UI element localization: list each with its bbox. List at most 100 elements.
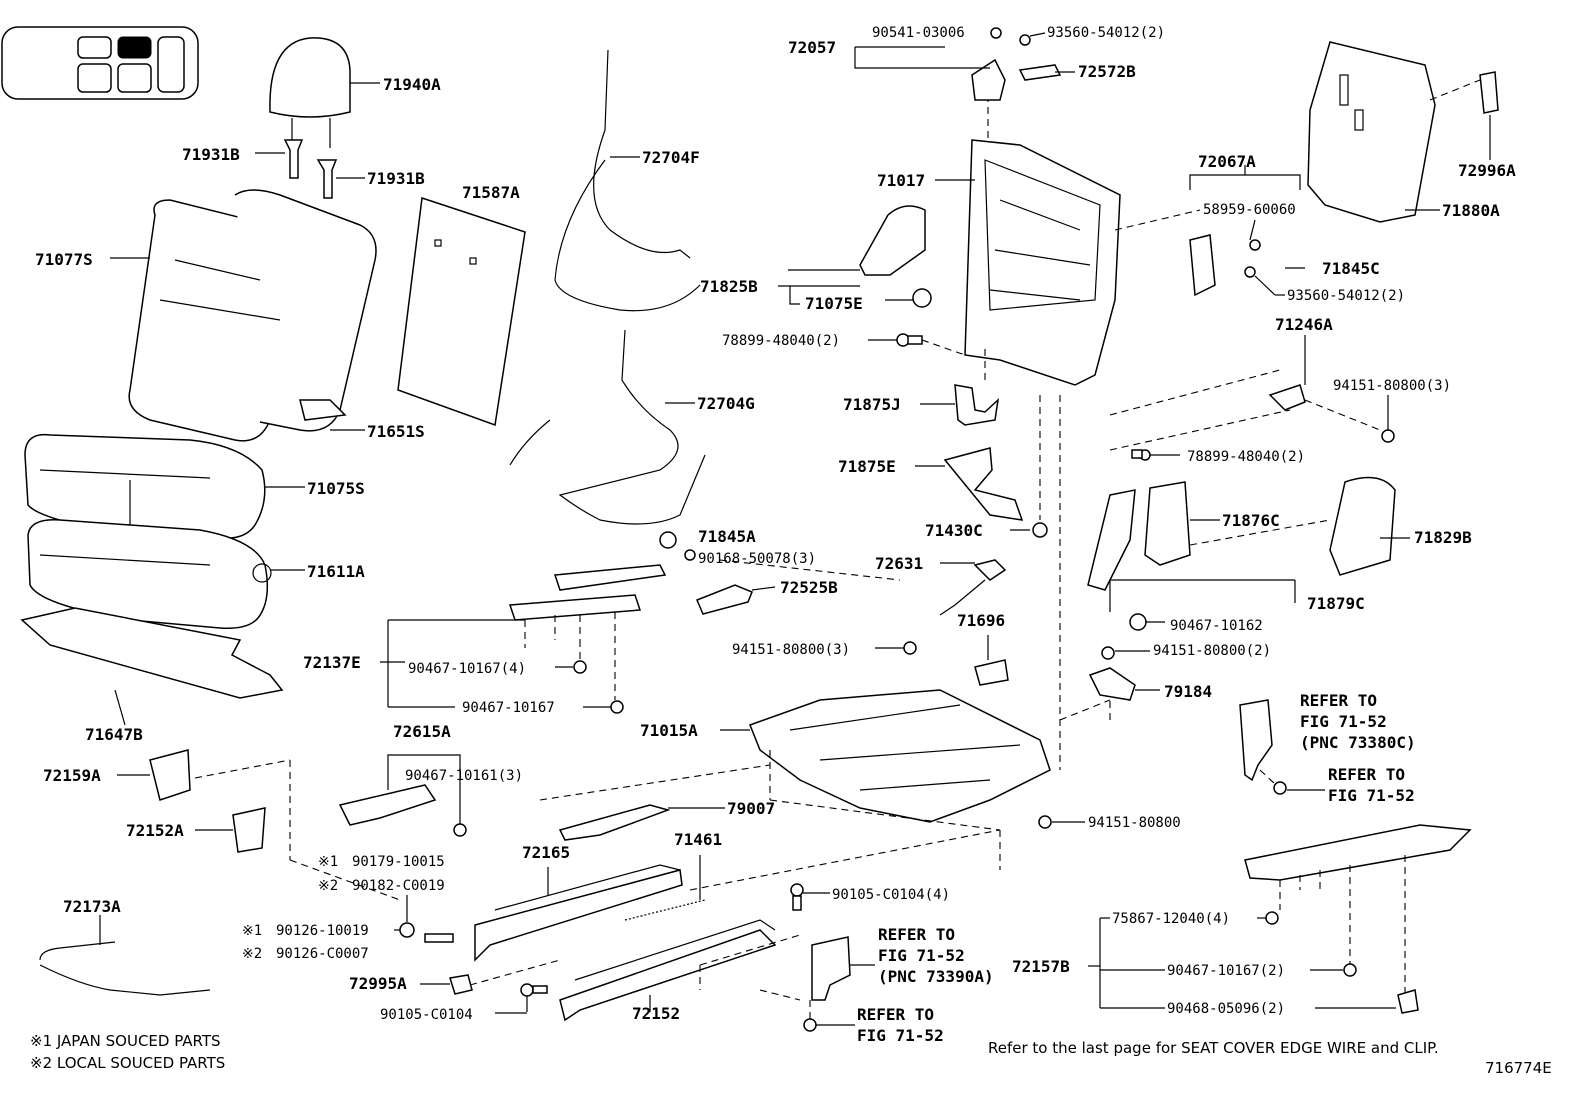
label-71829B: 71829B xyxy=(1414,528,1472,547)
label-71876C: 71876C xyxy=(1222,511,1280,530)
mark-2a: ※2 xyxy=(318,878,338,894)
label-90467-10167-2: 90467-10167(2) xyxy=(1167,963,1285,979)
label-71430C: 71430C xyxy=(925,521,983,540)
label-71077S: 71077S xyxy=(35,250,93,269)
label-72704G: 72704G xyxy=(697,394,755,413)
screw-78899-2-drawing xyxy=(1131,449,1180,461)
plate-72137E-drawing xyxy=(380,564,667,714)
label-71875E: 71875E xyxy=(838,457,896,476)
label-71845C: 71845C xyxy=(1322,259,1380,278)
refer-line: FIG 71-52 xyxy=(857,1026,944,1045)
label-71879C: 71879C xyxy=(1307,594,1365,613)
refer-line: REFER TO xyxy=(878,925,955,944)
label-90541-03006: 90541-03006 xyxy=(872,25,965,41)
clip-71430C-drawing xyxy=(1010,395,1048,538)
bracket-71246A-drawing xyxy=(1109,335,1395,451)
seatback-frame-drawing xyxy=(935,95,1121,386)
bracket-72159A-drawing xyxy=(117,749,291,801)
bolts-90126-drawing xyxy=(394,895,454,943)
cover-71879C-drawing xyxy=(1087,489,1296,631)
label-90467-10161: 90467-10161(3) xyxy=(405,768,523,784)
label-72165: 72165 xyxy=(522,843,570,862)
label-93560-54012-2: 93560-54012(2) xyxy=(1287,288,1405,304)
label-71015A: 71015A xyxy=(640,721,698,740)
back-board-71880A-drawing xyxy=(1307,41,1481,223)
headrest-drawing xyxy=(269,37,380,148)
label-90182-C0019: 90182-C0019 xyxy=(352,878,445,894)
label-72704F: 72704F xyxy=(642,148,700,167)
hinge-72057-drawing xyxy=(854,27,1075,101)
bracket-79184-drawing xyxy=(1088,646,1160,701)
label-75867-12040: 75867-12040(4) xyxy=(1112,911,1230,927)
refer-callout-73390A: REFER TO FIG 71-52 (PNC 73390A) xyxy=(878,925,994,986)
refer-line: REFER TO xyxy=(857,1005,934,1024)
label-78899-48040-1: 78899-48040(2) xyxy=(722,333,840,349)
label-72995A: 72995A xyxy=(349,974,407,993)
label-72525B: 72525B xyxy=(780,578,838,597)
screw-78899-1-drawing xyxy=(868,333,966,356)
lever-72525B-drawing xyxy=(696,584,776,615)
center-dashed-guides xyxy=(539,395,1111,1001)
seatback-pad-drawing xyxy=(299,399,365,431)
label-72631: 72631 xyxy=(875,554,923,573)
label-90468-05096: 90468-05096(2) xyxy=(1167,1001,1285,1017)
label-78899-48040-2: 78899-48040(2) xyxy=(1187,449,1305,465)
label-71931B-1: 71931B xyxy=(182,145,240,164)
bolt-90105-a-drawing xyxy=(495,983,548,1014)
refer-line: (PNC 73390A) xyxy=(878,967,994,986)
refer-callout-fig-71-52-b: REFER TO FIG 71-52 xyxy=(857,1005,944,1045)
refer-callout-fig-71-52-a: REFER TO FIG 71-52 xyxy=(1328,765,1415,805)
mark-1b: ※1 xyxy=(242,923,262,939)
part-71696-drawing xyxy=(875,635,1009,686)
rail-72152-drawing xyxy=(559,919,777,1022)
clip-71845A-drawing xyxy=(659,531,696,561)
nut-94151-drawing xyxy=(1038,815,1085,829)
label-90126-10019: 90126-10019 xyxy=(276,923,369,939)
label-90467-10162: 90467-10162 xyxy=(1170,618,1263,634)
footnote-japan-sourced: ※1 JAPAN SOUCED PARTS xyxy=(30,1032,221,1050)
label-71825B: 71825B xyxy=(700,277,758,296)
refer-line: FIG 71-52 xyxy=(1328,786,1415,805)
headrest-guide-drawing xyxy=(255,139,365,199)
cable-72704G-drawing xyxy=(509,329,706,525)
part-72995A-drawing xyxy=(420,959,561,995)
label-90168-50078: 90168-50078(3) xyxy=(698,551,816,567)
label-72159A: 72159A xyxy=(43,766,101,785)
plate-72157B-drawing xyxy=(1088,824,1472,1014)
label-71647B: 71647B xyxy=(85,725,143,744)
label-71696: 71696 xyxy=(957,611,1005,630)
label-72152A: 72152A xyxy=(126,821,184,840)
label-71880A: 71880A xyxy=(1442,201,1500,220)
label-94151-80800: 94151-80800 xyxy=(1088,815,1181,831)
plate-79007-drawing xyxy=(558,804,725,841)
bottom-note: Refer to the last page for SEAT COVER ED… xyxy=(988,1039,1439,1057)
label-72173A: 72173A xyxy=(63,897,121,916)
label-71017: 71017 xyxy=(877,171,925,190)
label-71075E: 71075E xyxy=(805,294,863,313)
seatback-board-drawing xyxy=(397,197,526,427)
rail-72165-drawing xyxy=(474,864,683,962)
label-94151-80800-2: 94151-80800(2) xyxy=(1153,643,1271,659)
label-71461: 71461 xyxy=(674,830,722,849)
label-90126-C0007: 90126-C0007 xyxy=(276,946,369,962)
refer-line: REFER TO xyxy=(1300,691,1377,710)
cover-72615A-drawing xyxy=(338,754,467,837)
refer-line: REFER TO xyxy=(1328,765,1405,784)
label-71075S: 71075S xyxy=(307,479,365,498)
cable-72631-drawing xyxy=(939,559,1007,616)
label-71845A: 71845A xyxy=(698,527,756,546)
label-58959-60060: 58959-60060 xyxy=(1203,202,1296,218)
label-72067A: 72067A xyxy=(1198,152,1256,171)
wire-72173A-drawing xyxy=(39,915,211,996)
label-72137E: 72137E xyxy=(303,653,361,672)
label-72572B: 72572B xyxy=(1078,62,1136,81)
label-72152: 72152 xyxy=(632,1004,680,1023)
refer-line: (PNC 73380C) xyxy=(1300,733,1416,752)
label-90105-C0104-b: 90105-C0104(4) xyxy=(832,887,950,903)
label-72057: 72057 xyxy=(788,38,836,57)
cover-71829B-drawing xyxy=(1189,476,1410,576)
label-90105-C0104-a: 90105-C0104 xyxy=(380,1007,473,1023)
label-94151-80800-3a: 94151-80800(3) xyxy=(732,642,850,658)
label-94151-80800-3b: 94151-80800(3) xyxy=(1333,378,1451,394)
